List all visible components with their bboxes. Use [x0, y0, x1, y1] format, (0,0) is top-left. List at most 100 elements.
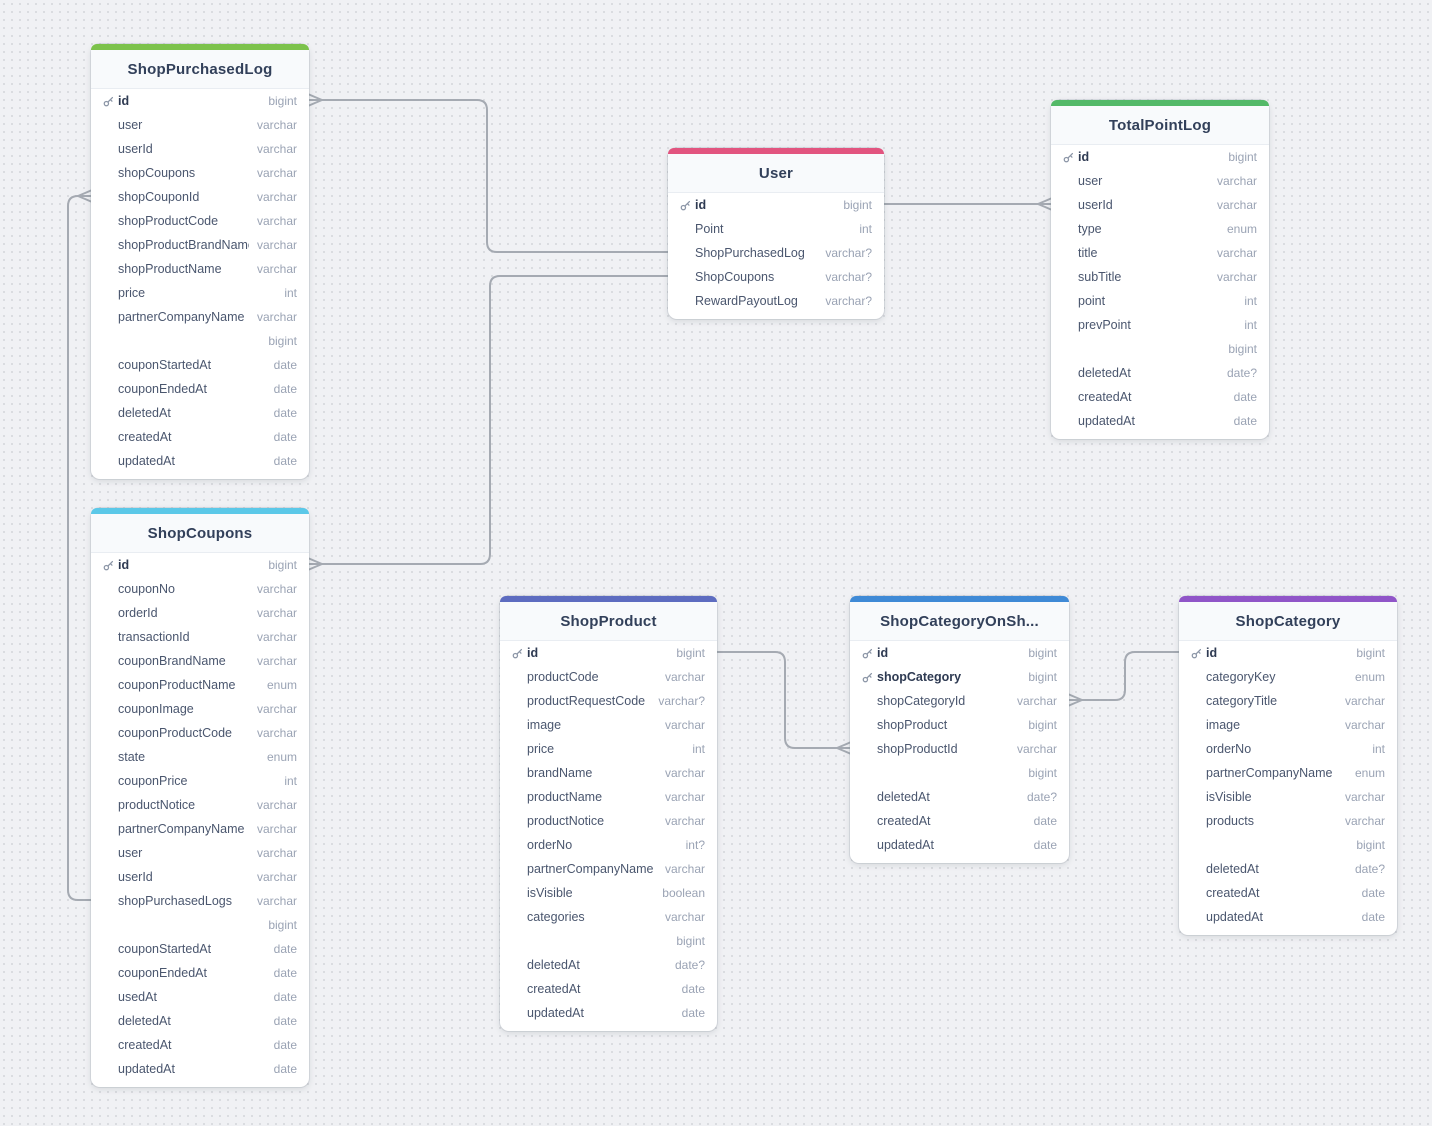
field-row: bigint: [850, 761, 1069, 785]
field-name: usedAt: [118, 990, 157, 1004]
field-type: bigint: [1028, 766, 1057, 780]
field-type: boolean: [662, 886, 705, 900]
field-name: productNotice: [527, 814, 605, 828]
crow-foot-many-marker: [308, 93, 323, 107]
key-icon-slot: [512, 648, 527, 659]
field-type: int: [692, 742, 705, 756]
field-type: date: [1233, 390, 1257, 404]
field-name: deletedAt: [1078, 366, 1131, 380]
field-type: varchar: [256, 118, 297, 132]
field-name: createdAt: [877, 814, 931, 828]
field-type: enum: [266, 750, 297, 764]
field-type: int: [284, 286, 297, 300]
field-type: varchar?: [825, 270, 872, 284]
field-type: varchar: [664, 862, 705, 876]
table-title[interactable]: TotalPointLog: [1051, 106, 1269, 145]
table-title[interactable]: ShopCoupons: [91, 514, 309, 553]
field-type: int: [284, 774, 297, 788]
field-type: bigint: [1356, 838, 1385, 852]
table-title[interactable]: User: [668, 154, 884, 193]
field-type: date: [273, 406, 297, 420]
field-row: bigint: [1179, 833, 1397, 857]
field-name: couponStartedAt: [118, 358, 212, 372]
field-type: varchar: [256, 702, 297, 716]
field-type: date: [1361, 910, 1385, 924]
key-icon-slot: [1191, 648, 1206, 659]
field-row: bigint: [91, 329, 309, 353]
table-accent-strip: [500, 596, 717, 602]
field-name: point: [1078, 294, 1106, 308]
field-name: updatedAt: [527, 1006, 584, 1020]
field-name: createdAt: [118, 1038, 172, 1052]
field-type: bigint: [1028, 646, 1057, 660]
key-icon: [103, 96, 114, 106]
table-title[interactable]: ShopProduct: [500, 602, 717, 641]
key-icon: [1063, 152, 1074, 162]
relation-shoppurchasedlog-shopcoupons: [67, 189, 92, 901]
field-type: date: [273, 430, 297, 444]
field-name: userId: [118, 142, 153, 156]
field-row: point int: [1051, 289, 1269, 313]
relation-shopcoupons-user: [308, 275, 669, 571]
field-name: id: [877, 646, 889, 660]
field-type: date?: [1354, 862, 1385, 876]
table-accent-strip: [1051, 100, 1269, 106]
field-name: brandName: [527, 766, 593, 780]
field-name: id: [118, 558, 130, 572]
field-name: deletedAt: [118, 406, 171, 420]
field-type: bigint: [268, 918, 297, 932]
key-icon-slot: [103, 96, 118, 107]
field-type: varchar?: [825, 246, 872, 260]
field-type: varchar: [256, 214, 297, 228]
field-type: date?: [1026, 790, 1057, 804]
field-type: enum: [266, 678, 297, 692]
table-title[interactable]: ShopCategoryOnSh...: [850, 602, 1069, 641]
field-name: transactionId: [118, 630, 190, 644]
crow-foot-many-marker: [308, 557, 323, 571]
field-name: updatedAt: [118, 454, 175, 468]
field-type: varchar: [1216, 246, 1257, 260]
table-title[interactable]: ShopCategory: [1179, 602, 1397, 641]
field-type: date: [273, 1062, 297, 1076]
field-type: varchar: [664, 718, 705, 732]
key-icon: [1191, 648, 1202, 658]
key-icon: [512, 648, 523, 658]
table-title[interactable]: ShopPurchasedLog: [91, 50, 309, 89]
field-type: varchar: [1216, 270, 1257, 284]
field-type: date: [273, 966, 297, 980]
field-type: int: [1244, 294, 1257, 308]
field-type: date: [1033, 814, 1057, 828]
key-icon-slot: [680, 200, 695, 211]
relation-shoppurchasedlog-user: [308, 93, 669, 253]
